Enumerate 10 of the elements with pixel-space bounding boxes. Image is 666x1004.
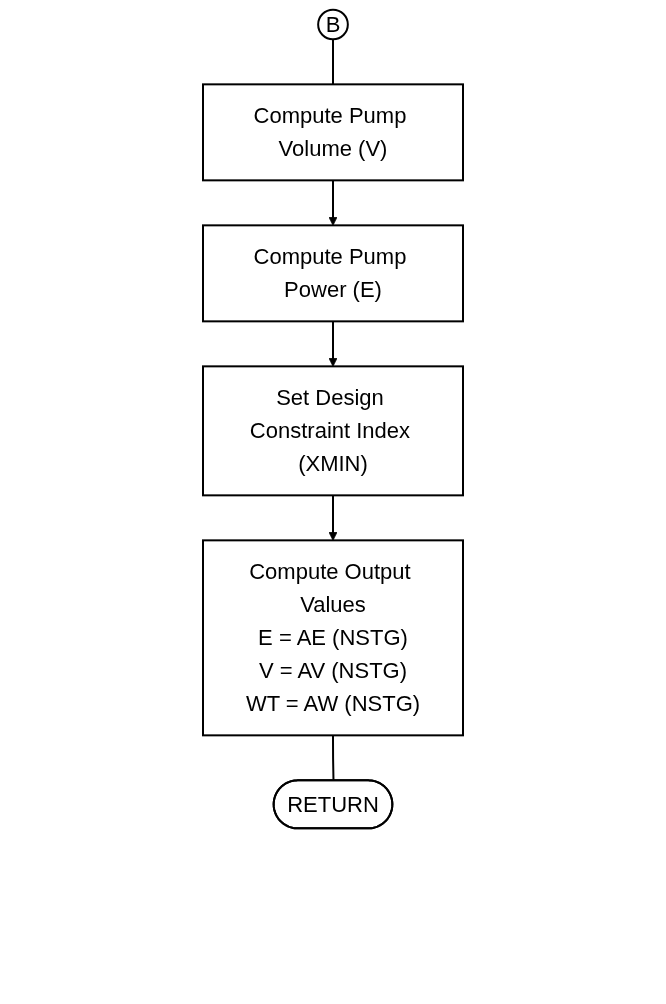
arrow	[328, 494, 338, 541]
node-box: Set Design Constraint Index (XMIN)	[202, 365, 464, 497]
arrow	[328, 320, 338, 367]
node-box: Compute Output Values E = AE (NSTG) V = AV (NSTG) WT = AW (NSTG)	[202, 539, 464, 737]
node-box: Compute Pump Power (E)	[202, 224, 464, 323]
connector	[332, 38, 334, 86]
node-circle: B	[317, 8, 349, 41]
arrow	[328, 179, 338, 226]
node-box: Compute Pump Volume (V)	[202, 83, 464, 182]
connector	[332, 734, 335, 782]
